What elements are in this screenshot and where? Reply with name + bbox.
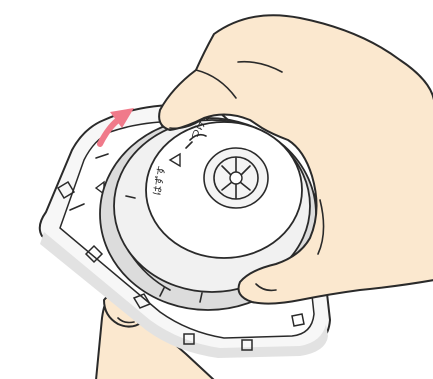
cap-knob <box>204 148 268 208</box>
